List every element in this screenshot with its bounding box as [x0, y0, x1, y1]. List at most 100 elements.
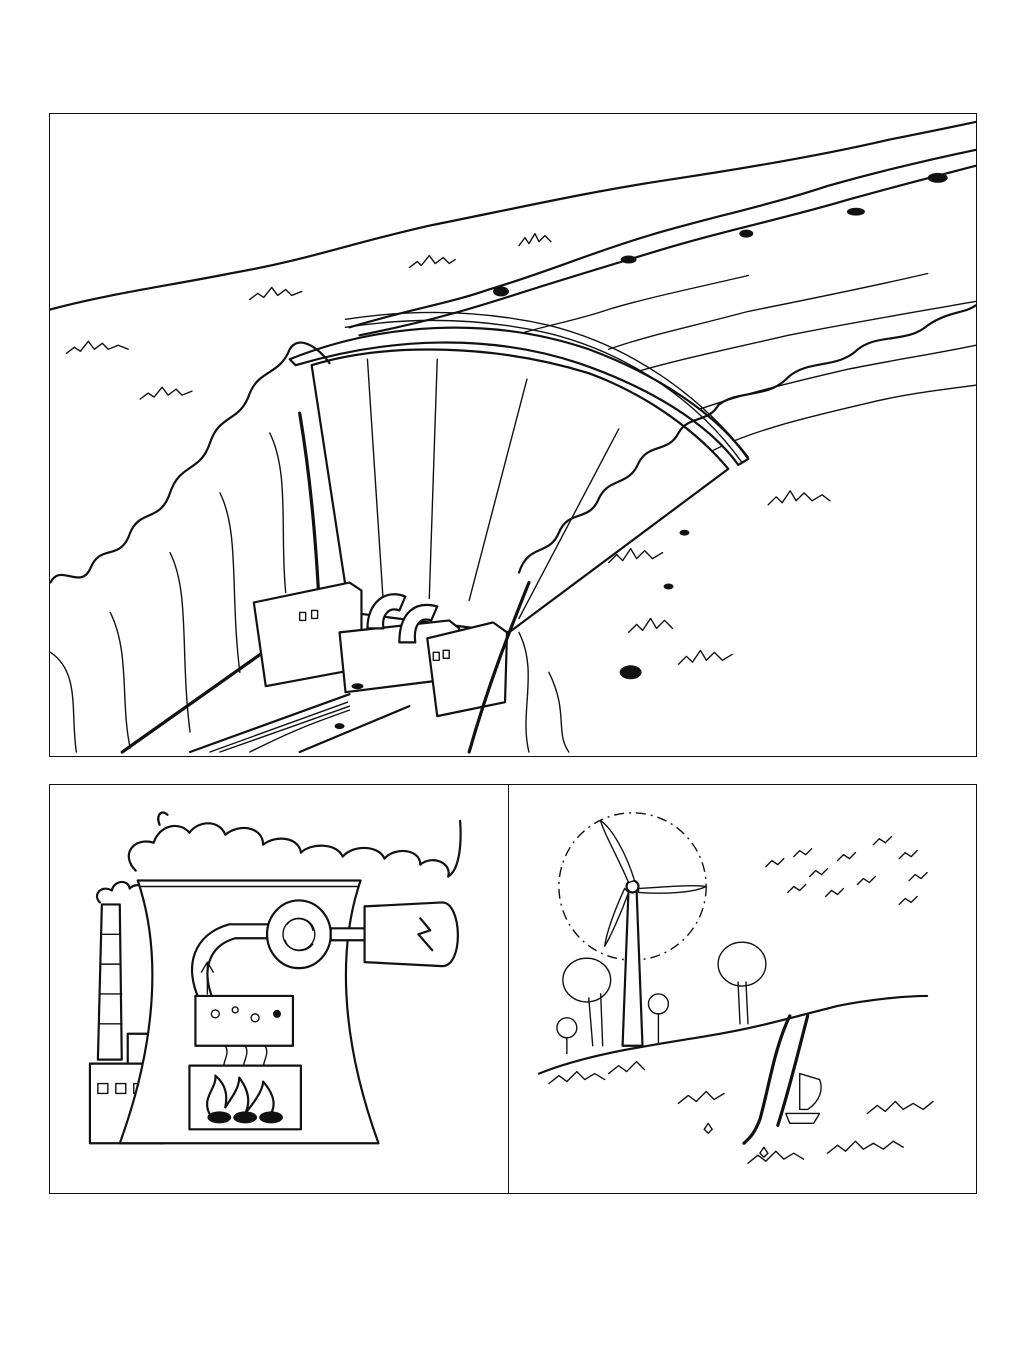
cooling-tower-rim: [136, 879, 362, 888]
thermal-power-plant-panel: [49, 784, 509, 1194]
dam-railing: [344, 319, 743, 464]
grass-tuft: [139, 386, 193, 400]
tree: [562, 957, 612, 1003]
tree: [647, 993, 670, 1015]
rock: [739, 229, 754, 238]
river-edge-2: [358, 164, 976, 337]
generator: [363, 901, 459, 968]
bubble: [210, 1009, 220, 1019]
dam-railing: [344, 311, 749, 458]
channel-rail: [209, 701, 351, 753]
dam-seam: [366, 358, 385, 606]
rock: [663, 583, 674, 590]
hydroelectric-dam-panel: [49, 113, 977, 757]
river-near-edge: [348, 148, 976, 329]
grass-tuft: [518, 232, 552, 247]
cliff-ridge: [548, 671, 570, 753]
steam-cloud: [127, 819, 462, 878]
cliff-ridge: [109, 611, 131, 749]
coal: [207, 1111, 232, 1124]
grass-tuft: [767, 490, 831, 506]
dam-seam: [468, 378, 528, 602]
lightning-symbol: [417, 917, 434, 952]
cliff-ridge: [219, 492, 241, 673]
rock: [493, 286, 510, 297]
window: [442, 649, 450, 660]
channel-right-wall: [298, 705, 411, 754]
boat-hull: [785, 1112, 821, 1125]
cliff-ridge: [269, 432, 287, 594]
window: [310, 609, 319, 620]
turbine-blade: [603, 887, 630, 947]
window: [97, 1082, 109, 1095]
dam-seam: [428, 358, 438, 600]
rock: [927, 172, 948, 183]
wave: [608, 272, 929, 350]
left-cliff-edge: [120, 411, 322, 754]
shaft: [329, 927, 366, 942]
bubble: [273, 1009, 281, 1018]
chimney-band: [98, 933, 123, 1025]
rotation-arrow: [284, 917, 314, 952]
fire: [206, 1074, 275, 1117]
cliff-ridge: [50, 651, 78, 753]
grass-tuft: [608, 547, 664, 564]
thermal-plant-illustration: [88, 811, 462, 1145]
bubble: [231, 1006, 239, 1014]
window: [432, 651, 440, 661]
wind-landscape-illustration: [537, 812, 934, 1164]
tree: [556, 1017, 578, 1039]
cliff-ridge: [169, 551, 191, 733]
rock: [620, 255, 637, 264]
river-far-bank: [50, 120, 976, 311]
right-cliff-edge: [467, 580, 531, 754]
grass-tuft: [65, 340, 129, 354]
tree-trunk: [737, 981, 749, 1025]
steam-chamber: [194, 994, 295, 1047]
wave: [617, 300, 976, 378]
window: [115, 1082, 127, 1095]
grass-field: [548, 1060, 934, 1164]
bubble: [250, 1013, 260, 1023]
rock: [846, 207, 865, 216]
cliff-ridge: [518, 631, 530, 753]
dam-seam: [518, 428, 620, 620]
grass-tuft: [677, 649, 734, 665]
coal: [233, 1111, 258, 1124]
grass-tuft: [249, 286, 303, 301]
rock: [334, 723, 345, 730]
turbine-pipe: [366, 593, 407, 630]
flower: [703, 1122, 769, 1158]
bird-flock: [765, 836, 928, 906]
grass-tuft: [408, 254, 456, 269]
steam-pipe: [191, 923, 275, 1002]
channel-flow: [249, 709, 351, 753]
right-foliage: [517, 304, 976, 574]
turbine-blade: [637, 884, 707, 894]
rock: [351, 683, 364, 690]
chimney: [96, 903, 123, 1061]
dam-crest: [288, 326, 750, 467]
river-left-bank: [742, 1014, 792, 1145]
river-right-bank: [776, 1014, 810, 1127]
dam-face: [310, 348, 730, 634]
turbine-pipe: [398, 604, 439, 644]
wave: [707, 384, 976, 454]
wind-turbine-panel: [508, 784, 977, 1194]
rock: [619, 665, 642, 680]
coal: [259, 1111, 283, 1124]
tree-trunk: [588, 993, 604, 1047]
wave: [687, 344, 976, 414]
turbine-tower: [621, 887, 644, 1047]
boat-sail: [799, 1072, 822, 1111]
steam-cloud-top: [157, 811, 169, 826]
grass-tuft: [627, 617, 674, 634]
rock: [679, 529, 690, 536]
dam-illustration: [50, 120, 976, 754]
tree: [717, 941, 767, 987]
steam-arrow: [200, 961, 215, 995]
window: [298, 611, 307, 622]
channel-left-wall: [188, 693, 351, 754]
wave: [488, 274, 749, 346]
turbine-blade: [599, 820, 636, 884]
